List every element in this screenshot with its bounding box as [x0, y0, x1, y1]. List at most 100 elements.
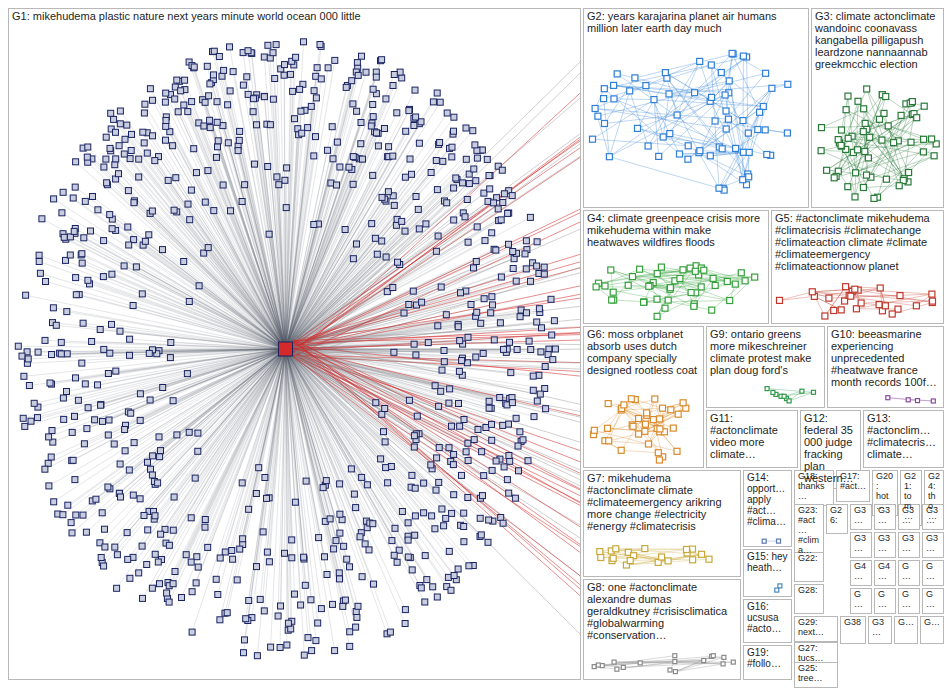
- vertex: [137, 496, 143, 502]
- vertex: [145, 527, 151, 533]
- vertex: [551, 318, 557, 324]
- vertex: [158, 448, 164, 454]
- vertex: [480, 493, 486, 499]
- vertex: [712, 118, 718, 124]
- network-edge: [294, 349, 581, 353]
- network-edge: [194, 67, 285, 349]
- network-edge: [182, 349, 286, 598]
- network-edge: [205, 349, 285, 520]
- vertex: [534, 239, 540, 245]
- network-edge: [598, 73, 766, 116]
- vertex: [409, 472, 415, 478]
- vertex: [244, 74, 250, 80]
- vertex: [140, 595, 146, 601]
- vertex: [46, 434, 52, 440]
- vertex: [145, 459, 151, 465]
- vertex: [207, 81, 213, 87]
- vertex: [446, 548, 452, 554]
- vertex: [432, 526, 438, 532]
- vertex: [282, 177, 288, 183]
- network-edge: [294, 62, 581, 343]
- vertex: [140, 129, 146, 135]
- vertex: [167, 355, 173, 361]
- vertex: [523, 266, 529, 272]
- vertex: [314, 65, 320, 71]
- vertex: [51, 499, 57, 505]
- vertex: [217, 617, 223, 623]
- vertex: [305, 125, 311, 131]
- vertex: [490, 302, 496, 308]
- vertex: [372, 235, 378, 241]
- vertex: [449, 510, 455, 516]
- vertex: [105, 371, 111, 377]
- vertex: [493, 458, 499, 464]
- vertex: [451, 492, 457, 498]
- network-edge: [294, 262, 581, 343]
- network-edge: [175, 87, 285, 349]
- vertex: [334, 182, 340, 188]
- network-edge: [120, 111, 285, 349]
- vertex: [464, 197, 470, 203]
- vertex: [354, 241, 360, 247]
- vertex: [128, 148, 134, 154]
- vertex: [498, 515, 504, 521]
- vertex: [308, 597, 314, 603]
- vertex: [164, 590, 170, 596]
- vertex: [487, 186, 493, 192]
- vertex: [422, 599, 428, 605]
- vertex: [131, 440, 137, 446]
- vertex: [539, 325, 545, 331]
- vertex: [379, 57, 385, 63]
- network-edge: [294, 144, 581, 355]
- vertex: [252, 161, 258, 167]
- vertex: [370, 521, 376, 527]
- group-panel: G2: years karajarina planet air humans m…: [583, 8, 809, 208]
- vertex: [474, 224, 480, 230]
- network-edge: [294, 353, 581, 575]
- network-edge: [688, 146, 746, 185]
- vertex: [261, 94, 267, 100]
- vertex: [485, 539, 491, 545]
- vertex: [392, 525, 398, 531]
- vertex: [116, 171, 122, 177]
- vertex: [47, 380, 53, 386]
- network-edge: [286, 117, 374, 349]
- network-edge: [112, 324, 286, 349]
- vertex: [311, 222, 317, 228]
- vertex: [353, 505, 359, 511]
- vertex: [253, 491, 259, 497]
- vertex: [477, 515, 483, 521]
- vertex: [117, 121, 123, 127]
- network-edge: [259, 349, 286, 468]
- network-edge: [31, 349, 286, 421]
- vertex: [237, 128, 243, 134]
- vertex: [170, 581, 176, 587]
- vertex: [461, 524, 467, 530]
- vertex: [69, 429, 75, 435]
- network-edge: [166, 93, 286, 349]
- network-edge: [286, 349, 333, 604]
- vertex: [491, 337, 497, 343]
- network-edge: [192, 349, 285, 632]
- vertex: [520, 437, 526, 443]
- network-edge: [131, 151, 285, 350]
- vertex: [428, 462, 434, 468]
- vertex: [136, 156, 142, 162]
- vertex: [411, 444, 417, 450]
- vertex: [277, 645, 283, 651]
- vertex: [311, 153, 317, 159]
- vertex: [239, 480, 245, 486]
- vertex: [298, 108, 304, 114]
- vertex: [317, 42, 323, 48]
- vertex: [524, 310, 530, 316]
- network-edge: [169, 349, 285, 586]
- vertex: [72, 477, 78, 483]
- vertex: [157, 454, 163, 460]
- vertex: [144, 150, 150, 156]
- vertex: [478, 320, 484, 326]
- vertex: [446, 400, 452, 406]
- vertex: [288, 626, 294, 632]
- vertex: [443, 312, 449, 318]
- vertex: [139, 291, 145, 297]
- vertex: [59, 210, 65, 216]
